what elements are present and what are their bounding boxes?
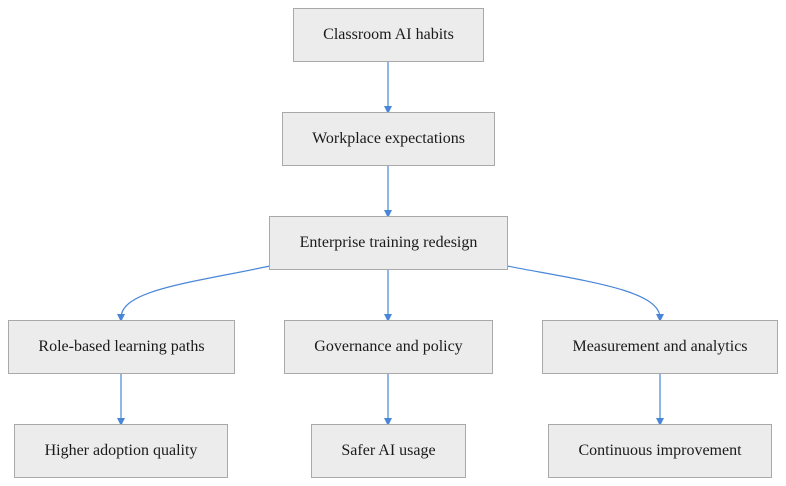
edge-enterprise-to-role-based bbox=[117, 265, 271, 322]
node-label: Workplace expectations bbox=[312, 130, 465, 147]
node-label: Higher adoption quality bbox=[44, 442, 198, 459]
node-label: Continuous improvement bbox=[578, 442, 742, 459]
node-continuous-improvement: Continuous improvement bbox=[548, 424, 772, 478]
node-workplace-expectations: Workplace expectations bbox=[282, 112, 495, 166]
node-label: Classroom AI habits bbox=[323, 26, 454, 43]
node-role-based-learning-paths: Role-based learning paths bbox=[8, 320, 235, 374]
node-governance-and-policy: Governance and policy bbox=[284, 320, 493, 374]
node-label: Measurement and analytics bbox=[572, 338, 748, 355]
node-measurement-and-analytics: Measurement and analytics bbox=[542, 320, 778, 374]
node-enterprise-training-redesign: Enterprise training redesign bbox=[269, 216, 508, 270]
node-label: Role-based learning paths bbox=[38, 338, 205, 355]
edge-enterprise-to-measurement bbox=[506, 265, 664, 322]
node-safer-ai-usage: Safer AI usage bbox=[311, 424, 466, 478]
node-label: Safer AI usage bbox=[341, 442, 436, 459]
node-classroom-ai-habits: Classroom AI habits bbox=[293, 8, 484, 62]
node-label: Governance and policy bbox=[314, 338, 463, 355]
node-label: Enterprise training redesign bbox=[299, 234, 478, 251]
node-higher-adoption-quality: Higher adoption quality bbox=[14, 424, 228, 478]
